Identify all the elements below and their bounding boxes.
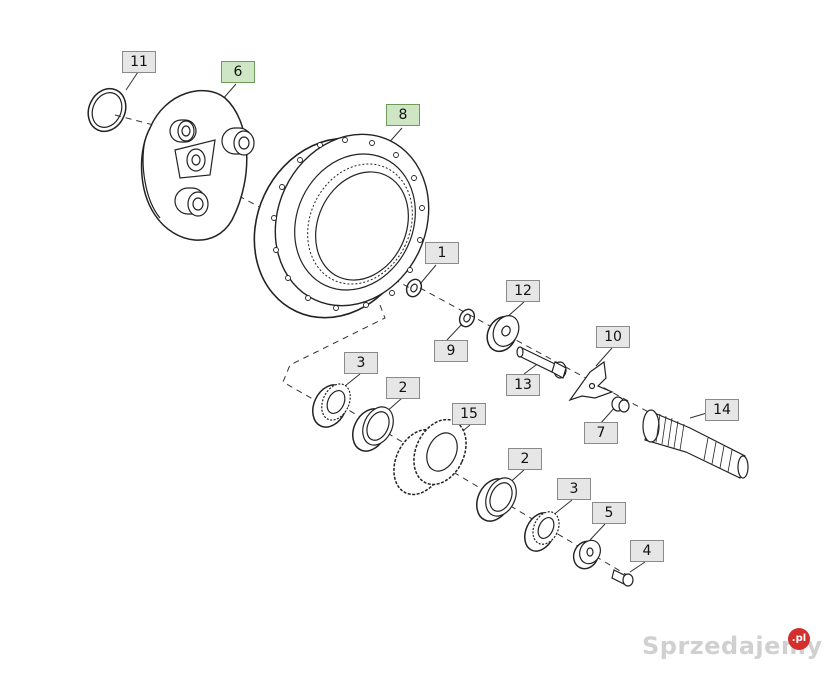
callout-3-lower[interactable]: 3 xyxy=(557,478,591,500)
callout-9[interactable]: 9 xyxy=(434,340,468,362)
part-thrust-washer xyxy=(405,278,423,298)
part-bearing-race-upper xyxy=(352,406,394,452)
callout-10[interactable]: 10 xyxy=(596,326,630,348)
part-roller-bearing-upper xyxy=(312,383,351,428)
part-shaft-pin xyxy=(516,346,567,379)
callout-2-lower[interactable]: 2 xyxy=(508,448,542,470)
part-lock-plate xyxy=(568,360,614,402)
callout-14[interactable]: 14 xyxy=(705,399,739,421)
callout-1[interactable]: 1 xyxy=(425,242,459,264)
part-small-washer xyxy=(458,308,476,328)
callout-2-upper[interactable]: 2 xyxy=(386,377,420,399)
part-bolt xyxy=(611,569,634,587)
callout-8[interactable]: 8 xyxy=(386,104,420,126)
callout-6[interactable]: 6 xyxy=(221,61,255,83)
callout-3-upper[interactable]: 3 xyxy=(344,352,378,374)
part-spacer-disc xyxy=(486,315,520,353)
part-o-ring xyxy=(87,87,127,133)
part-bushing xyxy=(611,396,630,413)
part-planet-gear xyxy=(393,418,467,496)
watermark-badge: .pl xyxy=(788,628,810,650)
callout-12[interactable]: 12 xyxy=(506,280,540,302)
part-roller-bearing-lower xyxy=(524,511,560,552)
part-ring-gear xyxy=(253,133,430,319)
callout-15[interactable]: 15 xyxy=(452,403,486,425)
part-planet-carrier xyxy=(140,89,255,241)
callout-4[interactable]: 4 xyxy=(630,540,664,562)
callout-13[interactable]: 13 xyxy=(506,374,540,396)
part-output-shaft xyxy=(642,409,749,479)
callout-7[interactable]: 7 xyxy=(584,422,618,444)
callout-5[interactable]: 5 xyxy=(592,502,626,524)
part-bearing-race-lower xyxy=(476,477,517,522)
callout-11[interactable]: 11 xyxy=(122,51,156,73)
part-end-washer xyxy=(572,539,601,570)
